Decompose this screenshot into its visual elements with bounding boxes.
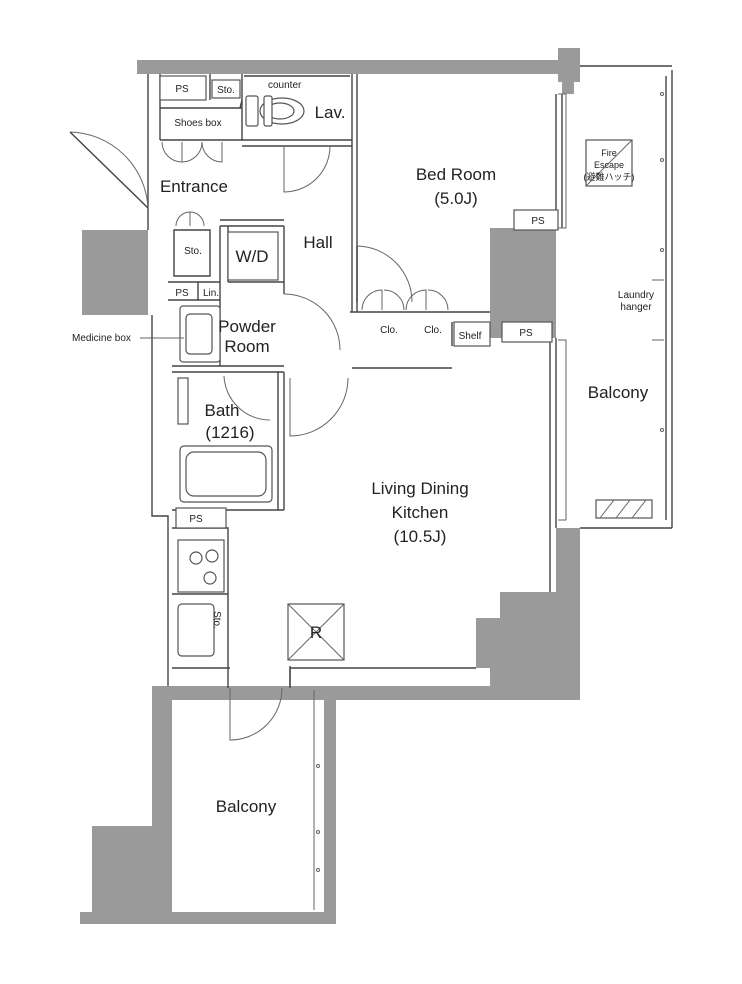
labels: Bed Room (5.0J) Living Dining Kitchen (1… [72, 80, 654, 816]
clo-label-1: Clo. [380, 325, 398, 336]
bedroom-label: Bed Room [416, 165, 496, 184]
sto-label-1: Sto. [217, 85, 235, 96]
ldk-label-1: Living Dining [371, 479, 468, 498]
fire-escape-label-3: (避難ハッチ) [584, 171, 635, 182]
hall-label: Hall [303, 233, 332, 252]
powder-label-1: Powder [218, 317, 276, 336]
lav-label: Lav. [315, 103, 346, 122]
shoes-box-label: Shoes box [174, 118, 221, 129]
shelf-label: Shelf [459, 331, 482, 342]
balcony-south-label: Balcony [216, 797, 277, 816]
balcony-east-label: Balcony [588, 383, 649, 402]
ps-label-1: PS [175, 84, 189, 95]
sto-label-3: Sto. [211, 611, 222, 629]
fixtures [140, 75, 664, 872]
structural-walls [80, 48, 580, 924]
powder-label-2: Room [224, 337, 269, 356]
fire-escape-label-1: Fire [601, 148, 617, 158]
wd-label: W/D [235, 247, 268, 266]
laundry-hanger-label-2: hanger [620, 302, 652, 313]
ldk-label-2: Kitchen [392, 503, 449, 522]
clo-label-2: Clo. [424, 325, 442, 336]
interior-walls [147, 65, 673, 910]
bedroom-size: (5.0J) [434, 189, 477, 208]
ps-label-3: PS [531, 216, 545, 227]
bath-label: Bath [205, 401, 240, 420]
ps-label-4: PS [519, 328, 533, 339]
ldk-size: (10.5J) [394, 527, 447, 546]
entrance-label: Entrance [160, 177, 228, 196]
fire-escape-label-2: Escape [594, 160, 624, 170]
medicine-box-label: Medicine box [72, 333, 131, 344]
sto-label-2: Sto. [184, 246, 202, 257]
ps-label-2: PS [175, 288, 189, 299]
refrigerator-label: R [310, 623, 322, 642]
ps-label-5: PS [189, 514, 203, 525]
bath-size: (1216) [205, 423, 254, 442]
lin-label: Lin. [203, 288, 219, 299]
doors [69, 93, 567, 741]
laundry-hanger-label-1: Laundry [618, 290, 654, 301]
counter-label: counter [268, 80, 302, 91]
